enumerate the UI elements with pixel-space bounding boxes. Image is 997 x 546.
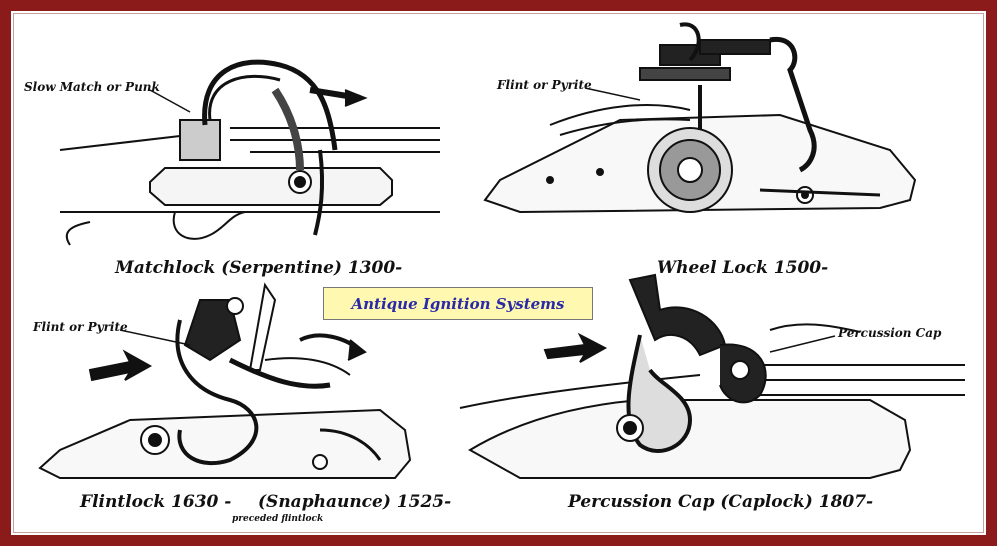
matchlock-caption: Matchlock (Serpentine) 1300- <box>115 258 402 278</box>
diagram-title: Antique Ignition Systems <box>352 295 565 313</box>
flintlock-callout-label: Flint or Pyrite <box>33 320 128 334</box>
percussion-caption: Percussion Cap (Caplock) 1807- <box>568 492 873 512</box>
wheellock-caption: Wheel Lock 1500- <box>657 258 828 278</box>
percussion-callout-label: Percussion Cap <box>838 326 941 340</box>
title-box: Antique Ignition Systems <box>323 287 593 320</box>
wheellock-callout-label: Flint or Pyrite <box>497 78 592 92</box>
snaphaunce-note: preceded flintlock <box>232 514 323 524</box>
snaphaunce-caption: (Snaphaunce) 1525- <box>258 492 451 512</box>
wheellock-illustration <box>485 24 915 212</box>
matchlock-callout-label: Slow Match or Punk <box>24 80 160 94</box>
flintlock-caption: Flintlock 1630 - <box>80 492 231 512</box>
percussion-callout-leader <box>770 336 835 352</box>
wheellock-callout-leader <box>585 88 640 100</box>
